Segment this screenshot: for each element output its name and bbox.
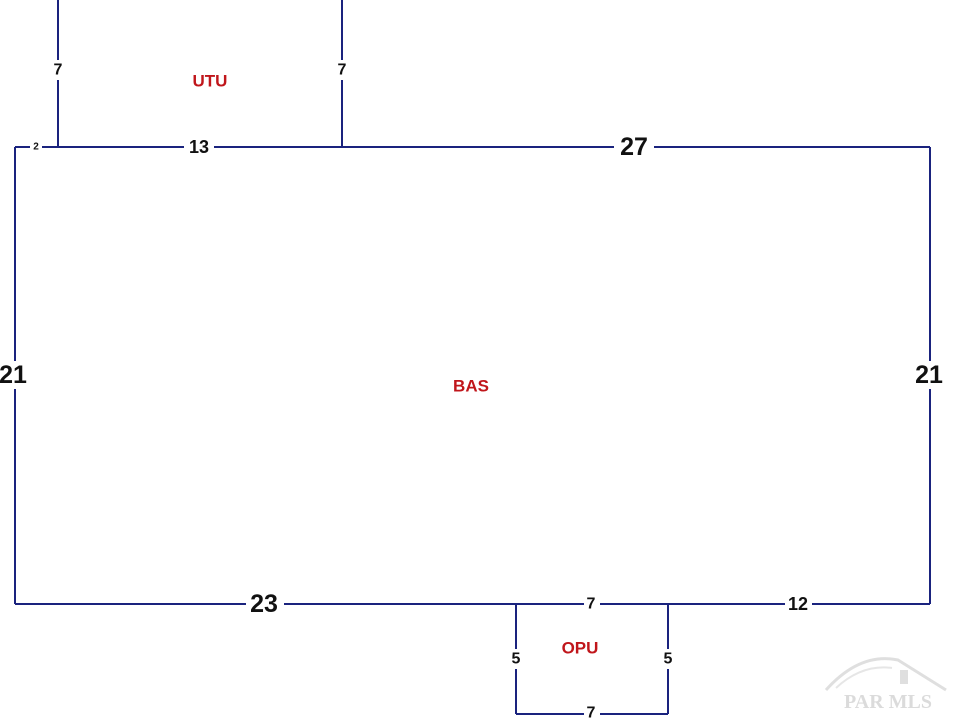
dim-bottom-right: 12 (788, 594, 808, 614)
dim-top-main: 27 (620, 133, 648, 161)
dim-top-offset: 2 (33, 142, 39, 153)
dim-opu-right: 5 (664, 651, 673, 668)
dim-opu-left: 5 (512, 651, 521, 668)
dim-top-utu: 13 (189, 137, 209, 157)
watermark-logo: PAR MLS (824, 657, 947, 713)
dim-bottom-opu: 7 (587, 596, 596, 613)
house-roof-icon (824, 657, 947, 692)
area-labels: UTU BAS OPU (193, 72, 599, 658)
dim-opu-bottom: 7 (587, 705, 596, 720)
dim-left: 21 (0, 361, 27, 389)
area-label-opu: OPU (562, 639, 599, 658)
dim-utu-right: 7 (338, 62, 347, 79)
dimension-labels: 7 7 2 13 27 21 21 23 7 12 5 5 7 (0, 60, 946, 720)
area-label-bas: BAS (453, 377, 489, 396)
dim-right: 21 (915, 361, 943, 389)
dim-bottom-left: 23 (250, 590, 278, 618)
dim-utu-left: 7 (54, 62, 63, 79)
area-label-utu: UTU (193, 72, 228, 91)
watermark-text: PAR MLS (844, 691, 932, 713)
